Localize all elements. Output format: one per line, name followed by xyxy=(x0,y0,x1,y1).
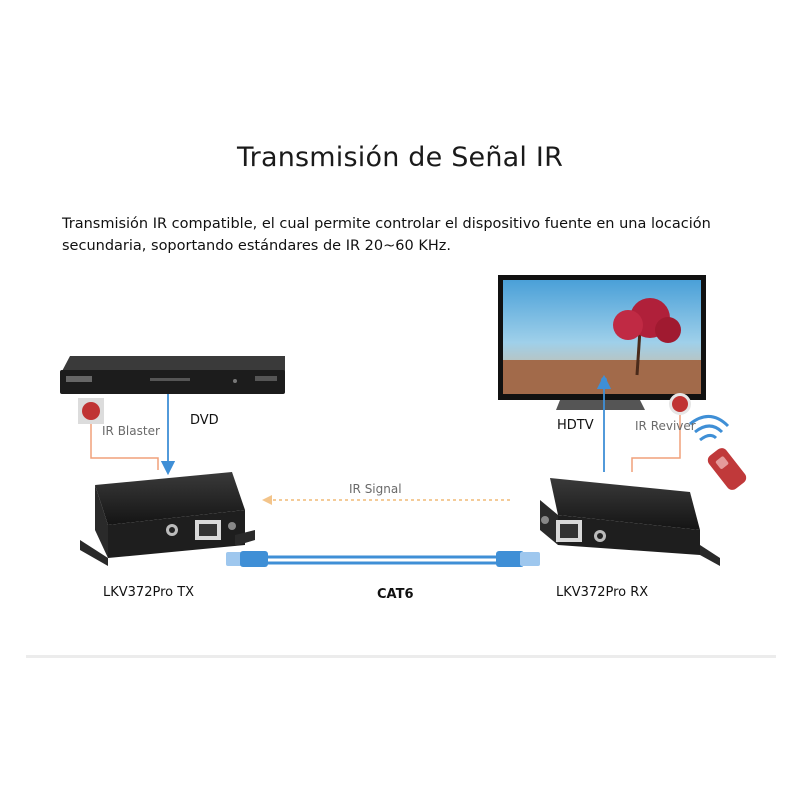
page-title: Transmisión de Señal IR xyxy=(236,142,564,173)
dvd-player-icon xyxy=(60,356,285,394)
hdtv-label: HDTV xyxy=(557,418,594,433)
tx-label: LKV372Pro TX xyxy=(103,585,195,600)
rx-label: LKV372Pro RX xyxy=(556,585,649,600)
ir-blaster-label: IR Blaster xyxy=(102,424,160,438)
cat6-cable-icon xyxy=(226,551,540,567)
cat6-label: CAT6 xyxy=(377,587,414,602)
rx-device-icon xyxy=(540,478,720,566)
remote-control-icon xyxy=(689,415,747,490)
dvd-label: DVD xyxy=(190,413,219,428)
ir-receiver-connector xyxy=(631,415,681,472)
hdtv-icon xyxy=(498,275,706,410)
ir-receiver-label: IR Reviver xyxy=(635,419,696,433)
tx-device-icon xyxy=(80,472,255,566)
divider xyxy=(26,655,776,658)
description-text: Transmisión IR compatible, el cual permi… xyxy=(62,216,711,254)
ir-blaster-connector xyxy=(90,424,159,470)
ir-signal-label: IR Signal xyxy=(349,482,402,496)
